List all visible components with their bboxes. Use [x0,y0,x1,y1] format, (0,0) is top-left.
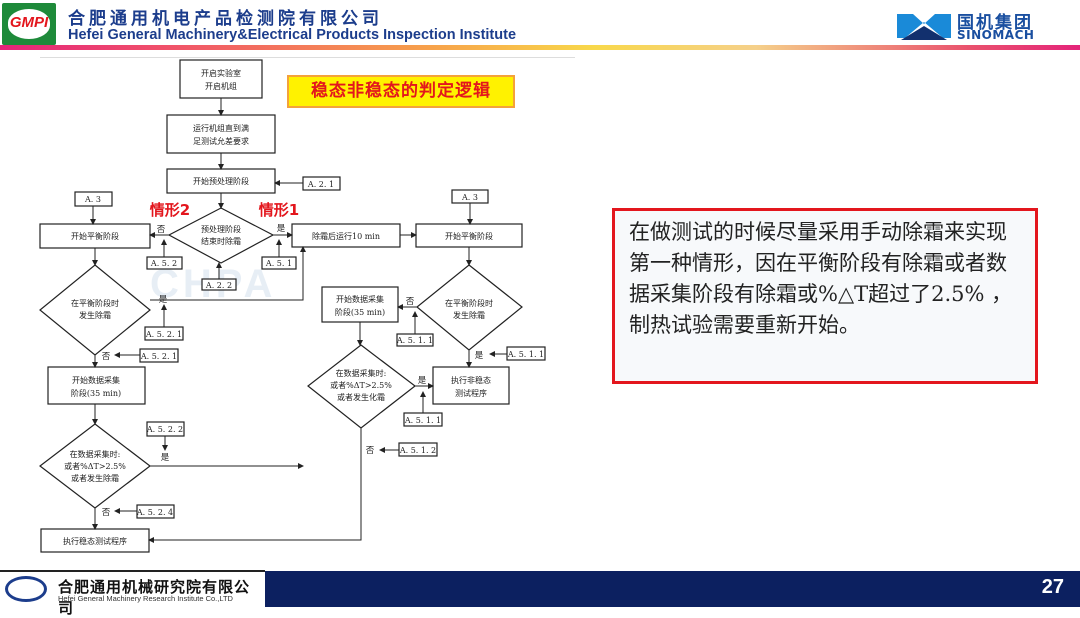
divider [40,57,575,58]
collect-left-decision-2: 或者%ΔT>2.5% [64,461,126,471]
ref-label: A. 5. 2. 2 [146,425,183,434]
yes-label: 是 [418,376,427,386]
gmpi-logo: GMPI [2,3,56,45]
diamond-balance-left [39,264,151,356]
unsteady-2: 测试程序 [455,388,487,398]
yes-label: 是 [159,295,168,305]
balance-left-decision-2: 发生除霜 [79,310,111,320]
ref-label: A. 5. 2. 1 [145,330,182,339]
no-label: 否 [406,297,415,307]
ref-label: A. 3 [84,195,101,204]
collect-right-1: 开始数据采集 [336,294,384,304]
partner-name-cn: 国机集团 [957,13,1033,33]
partner-name-en: SINOMACH [957,28,1035,42]
balance-left-decision-1: 在平衡阶段时 [71,298,119,308]
logic-title: 稳态非稳态的判定逻辑 [287,75,515,108]
logo-text: GMPI [9,14,49,31]
ref-label: A. 5. 2 [150,259,177,268]
ref-label: A. 5. 2. 1 [140,352,177,361]
no-label: 否 [366,446,375,456]
sinomach-mountain-icon [897,14,951,40]
box-preprocess-label: 开始预处理阶段 [193,176,249,186]
box-start-line2: 开启机组 [205,81,237,91]
ref-label: A. 5. 1 [265,259,292,268]
note-textbox: 在做测试的时候尽量采用手动除霜来实现第一种情形，因在平衡阶段有除霜或者数据采集阶… [612,208,1038,384]
page-number: 27 [1041,576,1064,598]
footer-brand: 合肥通用机械研究院有限公司 Hefei General Machinery Re… [0,570,265,617]
collect-left-2: 阶段(35 min) [71,388,121,398]
sinomach-logo: 国机集团 SINOMACH [895,8,1075,42]
unsteady-1: 执行非稳态 [451,375,491,385]
no-label: 否 [157,225,166,235]
header-gradient-bar [0,45,1080,50]
box-start-line1: 开启实验室 [201,68,241,78]
after-defrost-label: 除霜后运行10 min [312,231,380,241]
yes-label: 是 [161,453,170,463]
collect-left-decision-1: 在数据采集时: [70,449,121,459]
box-collect-left [47,366,146,405]
ref-label: A. 2. 1 [307,180,334,189]
collect-right-decision-2: 或者%ΔT>2.5% [330,380,392,390]
balance-right-decision-2: 发生除霜 [453,310,485,320]
box-run [166,114,276,154]
box-run-line1: 运行机组直到满 [193,123,249,133]
collect-right-decision-1: 在数据采集时: [336,368,387,378]
pre-decision-line1: 预处理阶段 [201,224,241,234]
header-title-cn: 合肥通用机电产品检测院有限公司 [68,9,383,29]
steady-label: 执行稳态测试程序 [63,536,127,546]
ref-label: A. 5. 1. 1 [507,350,544,359]
no-label: 否 [102,352,111,362]
no-label: 否 [102,508,111,518]
case2-label: 情形2 [150,201,190,219]
ref-label: A. 5. 1. 1 [404,416,441,425]
ref-label: A. 3 [461,193,478,202]
collect-left-decision-3: 或者发生除霜 [71,473,119,483]
ref-label: A. 5. 1. 1 [396,336,433,345]
collect-left-1: 开始数据采集 [72,375,120,385]
collect-right-decision-3: 或者发生化霜 [337,392,385,402]
case1-label: 情形1 [259,201,299,219]
ref-label: A. 2. 2 [205,281,232,290]
header-title-en: Hefei General Machinery&Electrical Produ… [68,27,517,43]
footer-bar [265,571,1080,607]
footer-company-en: Hefei General Machinery Research Institu… [58,594,233,603]
collect-right-2: 阶段(35 min) [335,307,385,317]
box-run-line2: 足测试允差要求 [193,136,249,146]
box-start [179,59,263,99]
company-logo-icon [5,576,47,602]
yes-label: 是 [475,351,484,361]
box-unsteady [432,366,510,405]
balance-right-decision-1: 在平衡阶段时 [445,298,493,308]
ref-label: A. 5. 1. 2 [399,446,436,455]
box-preprocess [166,168,276,194]
flowchart: 开启实验室 开启机组 运行机组直到满 足测试允差要求 开始预处理阶段 预处理阶段… [39,59,546,553]
pre-decision-line2: 结束时除霜 [201,236,241,246]
balance-right-label: 开始平衡阶段 [445,231,493,241]
yes-label: 是 [277,224,286,234]
balance-left-label: 开始平衡阶段 [71,231,119,241]
ref-label: A. 5. 2. 4 [136,508,173,517]
